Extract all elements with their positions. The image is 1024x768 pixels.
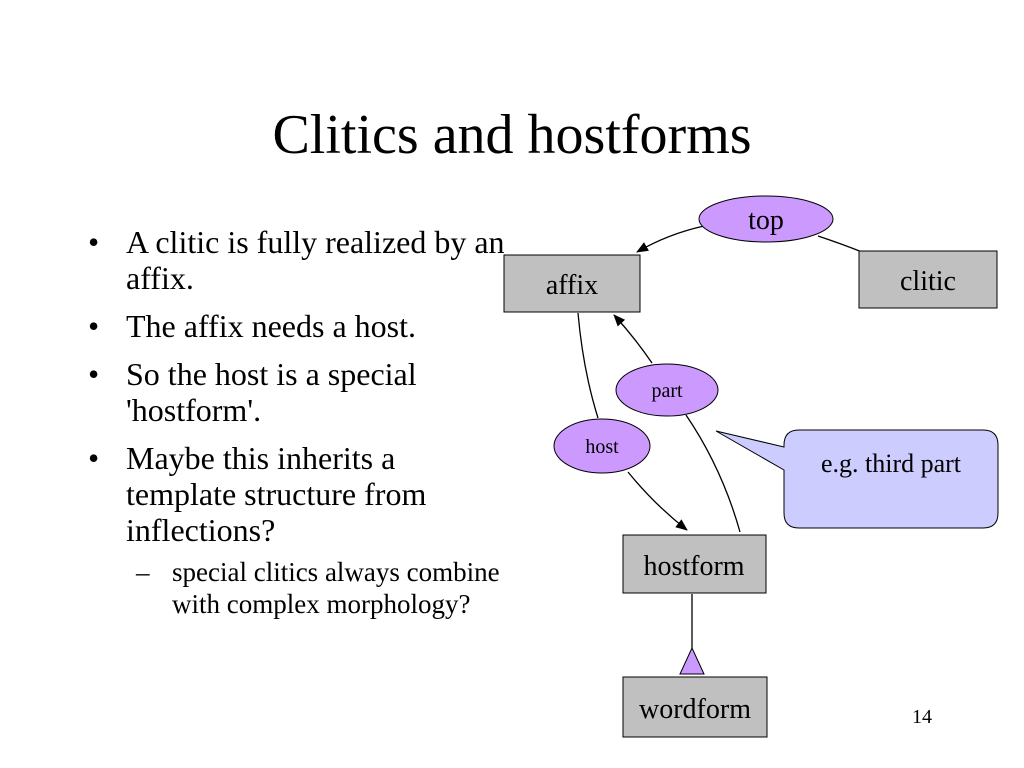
part-label: part — [651, 380, 683, 402]
bullet-text: The affix needs a host. — [126, 308, 416, 344]
sub-bullet-marker: – — [136, 557, 150, 587]
bullet-marker: • — [88, 308, 100, 344]
edge-top-to-affix — [636, 225, 705, 253]
bullet-text: Maybe this inherits a template structure… — [126, 440, 427, 548]
host-label: host — [585, 436, 619, 458]
wordform-label: wordform — [639, 694, 751, 725]
sub-bullet-item: – special clitics always combine with co… — [126, 556, 508, 620]
slide-title: Clitics and hostforms — [272, 104, 752, 166]
sub-bullet-text: special clitics always combine with comp… — [172, 557, 500, 619]
bullet-marker: • — [88, 440, 100, 476]
bullet-list: • A clitic is fully realized by an affix… — [88, 224, 508, 620]
clitic-label: clitic — [900, 266, 956, 297]
hostform-label: hostform — [643, 551, 744, 582]
wordform-box — [622, 676, 768, 738]
top-label: top — [748, 205, 784, 236]
edge-host-to-hostform — [627, 471, 688, 531]
callout-text: e.g. third part — [821, 449, 962, 478]
bullet-marker: • — [88, 356, 100, 392]
callout-bubble — [715, 429, 999, 529]
top-ellipse — [698, 195, 834, 243]
bullet-text: So the host is a special 'hostform'. — [126, 356, 417, 428]
bullet-item: • So the host is a special 'hostform'. — [88, 356, 508, 428]
clitic-box — [858, 250, 998, 309]
edge-affix-to-host — [577, 312, 599, 419]
bullet-text: A clitic is fully realized by an affix. — [126, 224, 505, 296]
edge-part-to-affix — [613, 314, 653, 364]
page-number: 14 — [912, 706, 932, 728]
bullet-item: • The affix needs a host. — [88, 308, 508, 344]
part-ellipse — [615, 363, 719, 417]
affix-box — [503, 254, 641, 313]
host-ellipse — [553, 418, 651, 474]
affix-label: affix — [546, 270, 598, 301]
bullet-item: • A clitic is fully realized by an affix… — [88, 224, 508, 296]
edge-hostform-to-part — [685, 414, 741, 533]
hostform-box — [622, 534, 767, 594]
bullet-marker: • — [88, 224, 100, 260]
inheritance-triangle-icon — [679, 646, 705, 675]
bullet-item: • Maybe this inherits a template structu… — [88, 440, 508, 548]
edge-top-to-clitic — [817, 235, 863, 253]
